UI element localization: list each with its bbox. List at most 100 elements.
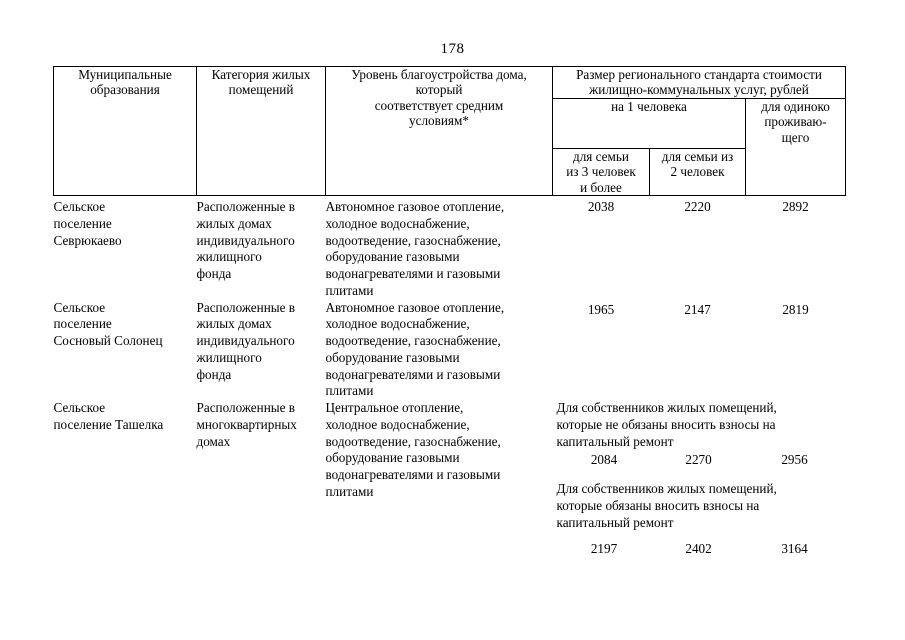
header-family-of-2: для семьи из 2 человек: [649, 147, 746, 197]
header-standard-cost-group: Размер регионального стандарта стоимости…: [552, 66, 846, 99]
header-row-3: для семьи из 3 человек и более для семьи…: [54, 147, 846, 197]
municipality-line: поселение: [53, 316, 112, 332]
cell-single-value: 2819: [782, 301, 809, 317]
note-line: которые не обязаны вносить взносы на: [556, 416, 776, 432]
improvement-line: водонагревателями и газовыми: [325, 366, 501, 382]
improvement-line: холодное водоснабжение,: [325, 416, 470, 432]
cell-improvement-level: Автономное газовое отопление, холодное в…: [326, 300, 553, 401]
municipality-line: Сосновый Солонец: [53, 333, 163, 349]
regional-standard-table-container: Муниципальные образования Категория жилы…: [53, 66, 846, 557]
category-line: многоквартирных: [196, 416, 297, 432]
page-number: 178: [440, 41, 465, 57]
header-per-person-label: на 1 человека: [611, 98, 687, 114]
improvement-line: водонагревателями и газовыми: [325, 266, 501, 282]
category-line: домах: [196, 433, 231, 449]
category-line: индивидуального: [196, 333, 295, 349]
note-no-capital-repair: Для собственников жилых помещений, котор…: [553, 400, 846, 469]
cell-municipality: Сельское поселение Севрюкаево: [54, 196, 197, 300]
note-line: капитальный ремонт: [556, 514, 674, 530]
improvement-line: оборудование газовыми: [325, 249, 460, 265]
improvement-line: водоотведение, газоснабжение,: [325, 433, 501, 449]
municipality-line: поселение: [53, 215, 112, 231]
table-row: Сельское поселение Ташелка Расположенные…: [54, 400, 846, 557]
note-family2-value: 2402: [685, 540, 712, 556]
cell-single-value: 2892: [782, 199, 809, 214]
header-family3-line2: из 3 человек: [566, 164, 636, 180]
category-line: фонда: [196, 366, 232, 382]
regional-standard-table: Муниципальные образования Категория жилы…: [53, 66, 846, 557]
header-improvement-line4: условиям*: [409, 113, 469, 129]
cell-family2-value: 2147: [684, 301, 711, 317]
category-line: Расположенные в: [196, 400, 296, 416]
cell-municipality: Сельское поселение Ташелка: [54, 400, 197, 557]
header-improvement-level: Уровень благоустройства дома, который со…: [325, 66, 553, 196]
category-line: индивидуального: [196, 232, 295, 248]
header-category-label: Категория жилых помещений: [211, 67, 311, 98]
header-single-resident: для одиноко проживаю- щего: [745, 97, 846, 197]
header-category: Категория жилых помещений: [196, 66, 326, 196]
cell-improvement-level: Центральное отопление, холодное водоснаб…: [326, 400, 553, 557]
header-row-2: на 1 человека для одиноко проживаю- щего: [54, 97, 846, 197]
note-spacer: [553, 469, 846, 481]
note-family3-value: 2084: [590, 452, 618, 468]
category-line: жилищного: [196, 349, 262, 365]
header-standard-cost-line1: Размер регионального стандарта стоимости: [576, 67, 822, 82]
note-line: Для собственников жилых помещений,: [556, 400, 777, 416]
cell-family3-value: 1965: [587, 301, 615, 317]
header-family3-line1: для семьи: [573, 148, 629, 164]
header-row-1: Муниципальные образования Категория жилы…: [53, 66, 846, 196]
improvement-line: Автономное газовое отопление,: [325, 299, 505, 315]
header-municipality-label: Муниципальные образования: [78, 67, 172, 98]
category-line: Расположенные в: [196, 299, 296, 315]
header-single-line1: для одиноко: [761, 98, 830, 114]
improvement-line: водоотведение, газоснабжение,: [325, 333, 501, 349]
cell-municipality: Сельское поселение Сосновый Солонец: [54, 300, 197, 401]
category-line: жилищного: [196, 249, 262, 265]
improvement-line: плитами: [325, 282, 374, 298]
header-family2-line1: для семьи из: [661, 148, 734, 164]
improvement-line: плитами: [325, 484, 374, 500]
municipality-line: поселение Ташелка: [53, 416, 164, 432]
header-single-line3: щего: [781, 129, 810, 145]
note-family3-value: 2197: [590, 540, 618, 556]
header-single-line2: проживаю-: [764, 114, 827, 130]
cell-improvement-level: Автономное газовое отопление, холодное в…: [326, 196, 553, 300]
header-per-person: на 1 человека: [552, 97, 746, 149]
note-values-row: 2084 2270 2956: [557, 452, 844, 469]
table-body: Сельское поселение Севрюкаево Расположен…: [54, 196, 846, 558]
header-improvement-line1: Уровень благоустройства дома,: [351, 67, 527, 82]
improvement-line: Центральное отопление,: [325, 400, 464, 416]
cell-category: Расположенные в многоквартирных домах: [197, 400, 326, 557]
cell-category: Расположенные в жилых домах индивидуальн…: [197, 196, 326, 300]
improvement-line: оборудование газовыми: [325, 450, 460, 466]
municipality-line: Сельское: [53, 400, 106, 416]
improvement-line: Автономное газовое отопление,: [325, 199, 505, 214]
improvement-line: холодное водоснабжение,: [325, 215, 470, 231]
header-improvement-line2: который: [415, 82, 463, 98]
cell-category: Расположенные в жилых домах индивидуальн…: [197, 300, 326, 401]
header-family3-line3: и более: [580, 179, 622, 195]
header-standard-cost-line2: жилищно-коммунальных услуг, рублей: [589, 82, 809, 98]
header-municipality: Муниципальные образования: [53, 66, 197, 196]
table-row: Сельское поселение Севрюкаево Расположен…: [54, 196, 846, 300]
header-family2-line2: 2 человек: [670, 164, 725, 180]
improvement-line: водоотведение, газоснабжение,: [325, 232, 501, 248]
note-family2-value: 2270: [685, 452, 712, 468]
header-improvement-line3: соответствует средним: [374, 97, 504, 113]
cell-family2-value: 2220: [684, 199, 711, 214]
note-with-capital-repair: Для собственников жилых помещений, котор…: [553, 481, 846, 557]
category-line: Расположенные в: [196, 199, 296, 214]
category-line: фонда: [196, 266, 232, 282]
municipality-line: Севрюкаево: [53, 232, 122, 248]
table-header: Муниципальные образования Категория жилы…: [53, 66, 846, 197]
note-values-row: 2197 2402 3164: [557, 541, 844, 558]
municipality-line: Сельское: [53, 199, 106, 214]
note-single-value: 3164: [781, 540, 808, 556]
header-family-of-3-or-more: для семьи из 3 человек и более: [552, 147, 650, 197]
note-single-value: 2956: [781, 452, 808, 468]
table-row: Сельское поселение Сосновый Солонец Расп…: [54, 300, 846, 401]
note-line: которые обязаны вносить взносы на: [556, 498, 760, 514]
cell-family3-value: 2038: [587, 199, 615, 214]
improvement-line: холодное водоснабжение,: [325, 316, 470, 332]
